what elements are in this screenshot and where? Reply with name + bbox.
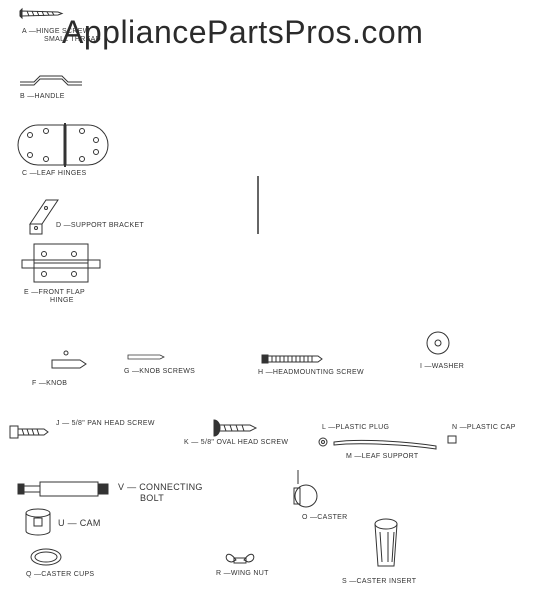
caster-icon: [293, 470, 318, 508]
plastic-cap-icon: [447, 435, 457, 444]
part-i-letter: I: [420, 363, 423, 370]
part-g-letter: G: [124, 368, 130, 375]
part-m-label: M —LEAF SUPPORT: [346, 453, 418, 461]
part-c-label: C —LEAF HINGES: [22, 170, 87, 178]
support-bracket-icon: [29, 199, 59, 235]
part-n-label: N —PLASTIC CAP: [452, 424, 516, 432]
connecting-bolt-icon: [17, 481, 109, 497]
part-o-letter: O: [302, 514, 308, 521]
part-b-name: —HANDLE: [27, 93, 65, 100]
handle-icon: [20, 75, 82, 86]
part-r-label: R —WING NUT: [216, 570, 269, 578]
part-a-label: A —HINGE SCREW SMALL THREAD: [22, 28, 101, 44]
part-a-name: —HINGE SCREW: [28, 28, 90, 35]
part-q-name: —CASTER CUPS: [34, 571, 95, 578]
part-j-letter: J: [56, 420, 60, 427]
part-r-name: —WING NUT: [223, 570, 269, 577]
knob-icon: [51, 350, 87, 369]
part-g-name: —KNOB SCREWS: [132, 368, 196, 375]
part-f-letter: F: [32, 380, 37, 387]
part-u-letter: U: [58, 518, 65, 528]
part-e-label: E —FRONT FLAP HINGE: [24, 289, 85, 305]
part-c-name: —LEAF HINGES: [29, 170, 87, 177]
part-a-name-2: SMALL THREAD: [44, 36, 101, 43]
part-e-name-2: HINGE: [50, 297, 74, 304]
part-k-letter: K: [184, 439, 189, 446]
part-q-label: Q —CASTER CUPS: [26, 571, 94, 579]
part-o-label: O —CASTER: [302, 514, 348, 522]
part-q-letter: Q: [26, 571, 32, 578]
part-c-letter: C: [22, 170, 28, 177]
leaf-hinge-icon: [17, 123, 109, 167]
part-i-name: —WASHER: [424, 363, 465, 370]
part-d-letter: D: [56, 222, 62, 229]
part-v-label: V — CONNECTING BOLT: [118, 482, 203, 504]
part-s-name: —CASTER INSERT: [349, 578, 417, 585]
part-s-letter: S: [342, 578, 347, 585]
front-flap-hinge-icon: [21, 243, 101, 283]
caster-cup-icon: [30, 548, 62, 566]
pan-head-screw-icon: [9, 425, 49, 439]
part-a-letter: A: [22, 28, 27, 35]
part-n-letter: N: [452, 424, 458, 431]
leaf-support-icon: [333, 439, 437, 450]
part-k-name: — 5/8" OVAL HEAD SCREW: [191, 439, 289, 446]
part-m-name: —LEAF SUPPORT: [354, 453, 419, 460]
part-f-name: —KNOB: [38, 380, 68, 387]
knob-screw-icon: [127, 354, 165, 360]
headmounting-screw-icon: [261, 354, 323, 364]
part-m-letter: M: [346, 453, 353, 460]
part-f-label: F —KNOB: [32, 380, 67, 388]
part-u-label: U — CAM: [58, 518, 101, 529]
part-b-label: B —HANDLE: [20, 93, 65, 101]
part-h-label: H —HEADMOUNTING SCREW: [258, 369, 364, 377]
part-l-label: L —PLASTIC PLUG: [322, 424, 389, 432]
oval-head-screw-icon: [213, 419, 258, 437]
hinge-screw-icon: [19, 7, 64, 20]
part-g-label: G —KNOB SCREWS: [124, 368, 195, 376]
part-v-name-2: BOLT: [140, 493, 165, 503]
part-v-letter: V: [118, 482, 125, 492]
part-b-letter: B: [20, 93, 25, 100]
part-i-label: I —WASHER: [420, 363, 464, 371]
part-l-name: —PLASTIC PLUG: [328, 424, 390, 431]
part-l-letter: L: [322, 424, 326, 431]
part-n-name: —PLASTIC CAP: [459, 424, 516, 431]
part-j-name: — 5/8" PAN HEAD SCREW: [62, 420, 155, 427]
part-u-name: — CAM: [67, 518, 101, 528]
part-d-label: D —SUPPORT BRACKET: [56, 222, 144, 230]
part-h-name: —HEADMOUNTING SCREW: [265, 369, 364, 376]
cam-icon: [25, 508, 51, 536]
part-j-label: J — 5/8" PAN HEAD SCREW: [56, 420, 155, 428]
washer-icon: [426, 331, 450, 355]
part-e-name: —FRONT FLAP: [31, 289, 85, 296]
part-k-label: K — 5/8" OVAL HEAD SCREW: [184, 439, 288, 447]
part-v-name: — CONNECTING: [127, 482, 203, 492]
caster-insert-icon: [374, 518, 398, 567]
plastic-plug-icon: [318, 437, 328, 447]
part-r-letter: R: [216, 570, 222, 577]
part-h-letter: H: [258, 369, 264, 376]
wing-nut-icon: [225, 553, 255, 564]
part-s-label: S —CASTER INSERT: [342, 578, 416, 586]
part-e-letter: E: [24, 289, 29, 296]
part-d-name: —SUPPORT BRACKET: [63, 222, 145, 229]
part-o-name: —CASTER: [310, 514, 348, 521]
watermark: AppliancePartsPros.com: [62, 14, 424, 50]
